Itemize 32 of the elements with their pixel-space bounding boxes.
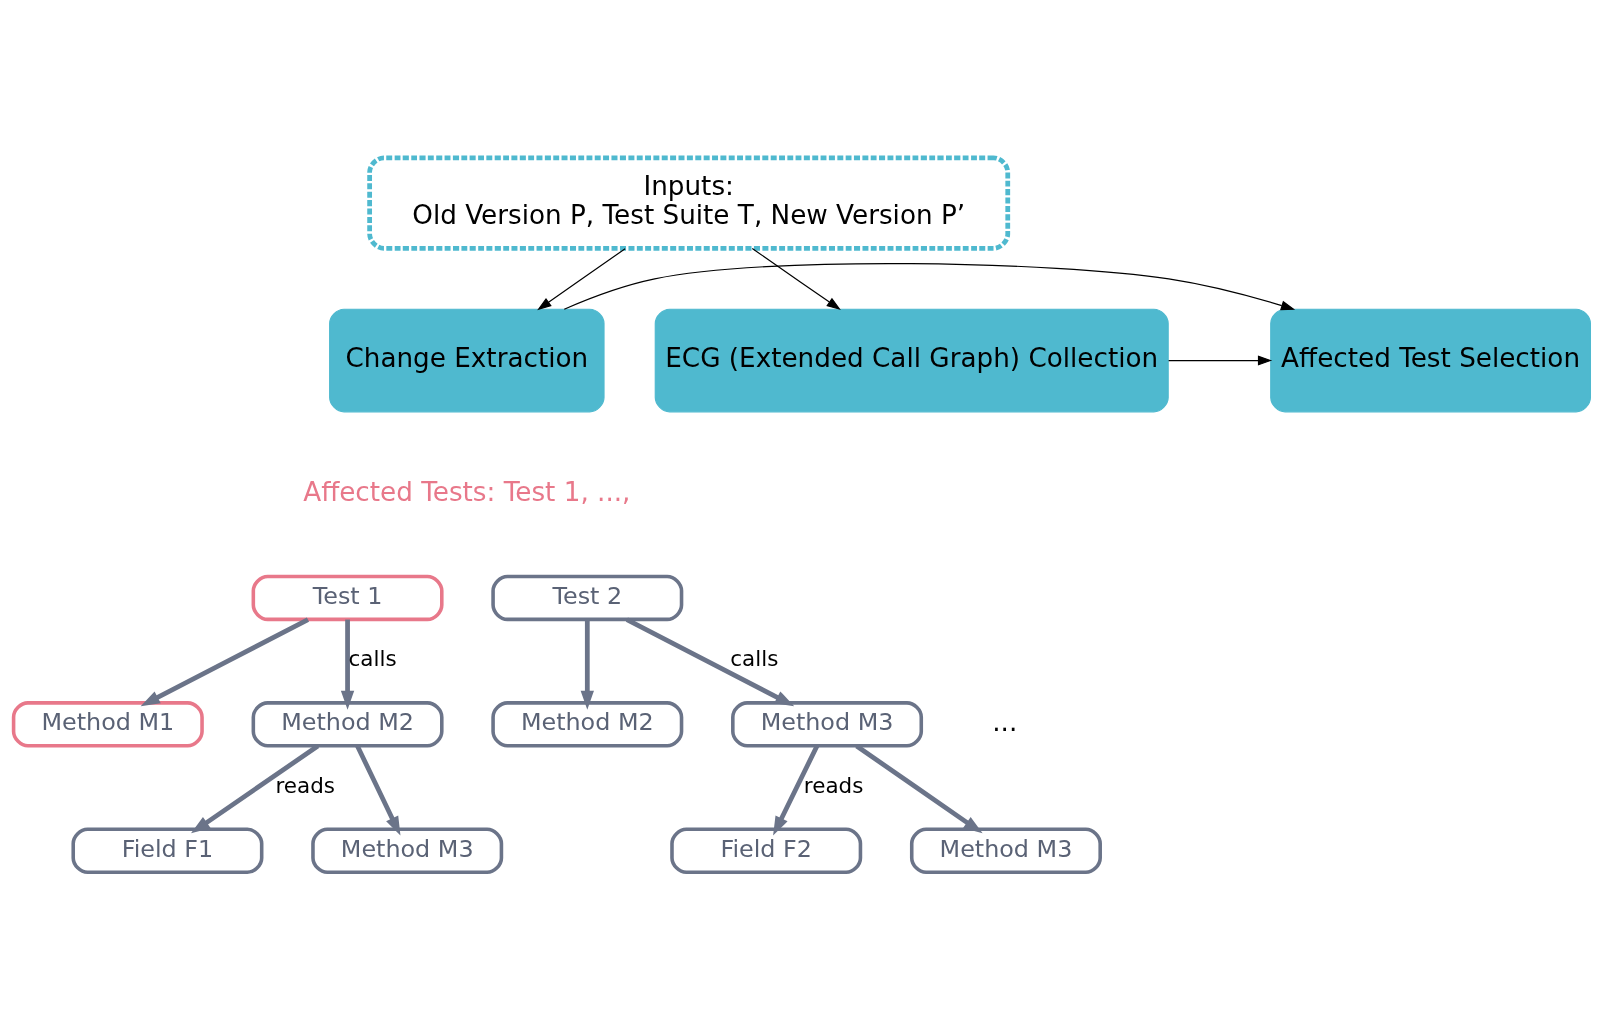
arrow	[563, 262, 1296, 310]
arrow	[580, 619, 594, 710]
arrow	[773, 744, 820, 836]
label: ...	[992, 706, 1018, 737]
node-box: Test 2	[491, 574, 684, 621]
arrow	[191, 743, 320, 833]
arrow	[537, 247, 626, 310]
node-box: Test 1	[251, 574, 444, 621]
node-box: Change Extraction	[329, 308, 605, 412]
node-box: Inputs: Old Version P, Test Suite T, New Version P’	[367, 154, 1011, 251]
edge-label: reads	[803, 772, 864, 798]
node-box: Method M1	[11, 700, 204, 748]
node-box: Method M2	[491, 700, 684, 748]
node-box: Field F2	[670, 827, 863, 874]
node-box: ECG (Extended Call Graph) Collection	[654, 308, 1169, 412]
node-box: Method M3	[731, 700, 924, 748]
node-box: Method M3	[909, 827, 1102, 874]
node-box: Method M3	[311, 827, 504, 874]
label: Affected Tests: Test 1, ...,	[303, 476, 631, 507]
edge-label: calls	[348, 645, 397, 671]
arrow	[340, 619, 355, 710]
arrow	[751, 247, 841, 310]
arrow	[140, 616, 310, 706]
node-box: Affected Test Selection	[1270, 308, 1591, 412]
edge-label: calls	[730, 645, 779, 671]
arrow	[1168, 355, 1273, 366]
node-box: Method M2	[251, 700, 444, 748]
arrow	[355, 744, 401, 836]
arrow	[625, 616, 795, 706]
node-box: Field F1	[71, 827, 264, 874]
arrow	[855, 743, 983, 833]
edge-label: reads	[275, 772, 335, 798]
